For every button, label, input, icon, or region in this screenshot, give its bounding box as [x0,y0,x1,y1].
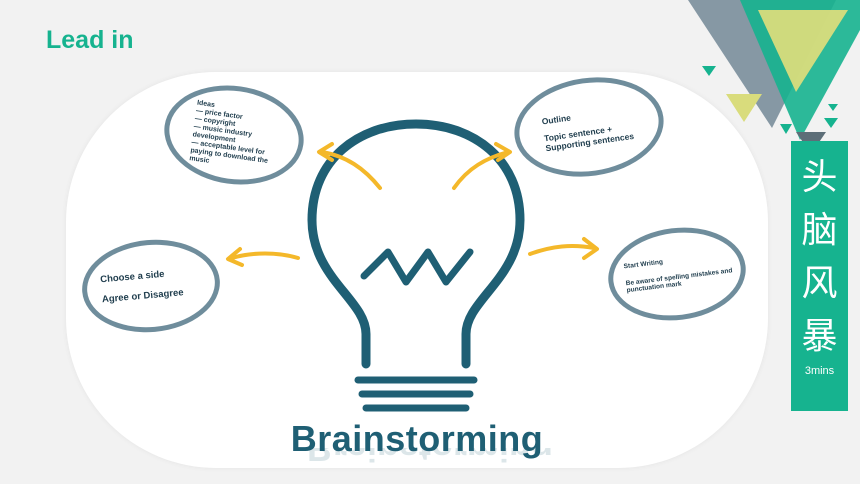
bulb-filament-icon [360,248,474,286]
side-panel-chars: 头 脑 风 暴 [791,141,848,363]
arrow-to-side [230,251,300,260]
arrow-to-ideas-head [317,142,334,162]
arrow-to-outline-head [494,142,512,162]
side-char-4: 暴 [801,316,838,357]
arrow-to-start [528,244,596,256]
brainstorming-label: Brainstorming [290,418,544,459]
arrow-to-outline [452,150,510,190]
brainstorming-diagram: Ideas — price factor — copyright — music… [66,72,768,468]
tiny-teal-triangle-1 [780,124,792,134]
arrow-to-start-head [582,237,599,260]
tiny-teal-triangle-3 [828,104,838,111]
side-char-1: 头 [801,157,838,198]
bulb-outline-icon [307,119,525,369]
arrow-to-side-head [226,247,244,267]
slide-title: Lead in [46,26,134,54]
side-panel: 头 脑 风 暴 3mins [791,141,848,411]
choose-side-line-2: Agree or Disagree [101,287,185,306]
start-writing-body: Be aware of spelling mistakes and punctu… [625,266,733,295]
side-char-3: 风 [801,263,838,304]
brainstorming-reflection: Brainstorming [0,448,860,466]
tiny-teal-triangle-2 [824,118,838,128]
arrow-to-ideas [320,150,382,190]
yellow-triangle [758,10,848,92]
duration-label: 3mins [804,365,835,377]
diagram-graphics [226,119,599,412]
side-char-2: 脑 [801,210,838,251]
choose-side-line-1: Choose a side [99,268,165,286]
